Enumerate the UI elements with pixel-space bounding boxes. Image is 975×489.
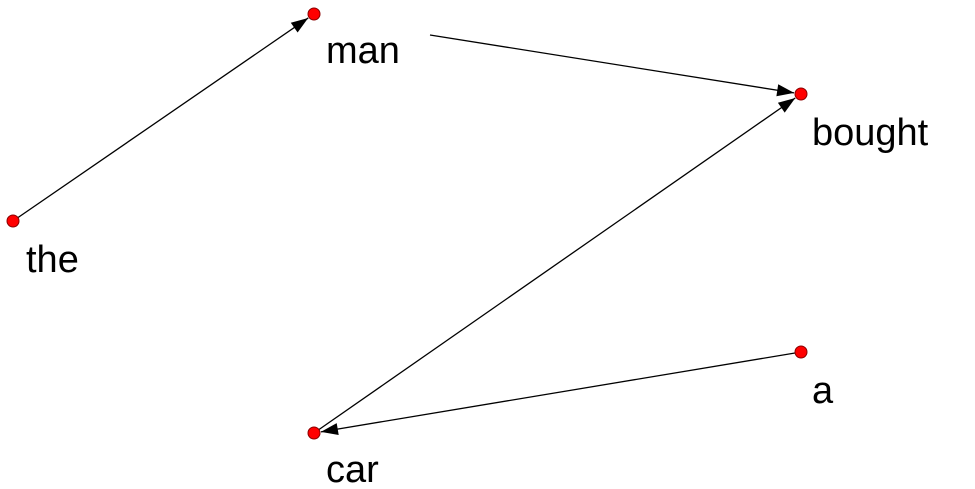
node-label-bought: bought [812, 112, 929, 154]
arrowhead-car-to-bought [777, 98, 796, 113]
arrowhead-man-to-bought [776, 84, 795, 97]
node-dot-bought [794, 87, 808, 101]
node-label-a: a [812, 370, 834, 412]
arrowhead-a-to-car [320, 423, 339, 435]
node-label-car: car [326, 449, 379, 489]
node-dot-car [307, 426, 321, 440]
node-label-the: the [26, 239, 79, 281]
edge-the-to-man [12, 17, 309, 222]
edges-layer [12, 17, 802, 435]
node-dot-a [794, 345, 808, 359]
node-label-man: man [326, 30, 400, 72]
node-dot-man [307, 7, 321, 21]
edge-man-to-bought [429, 34, 795, 94]
edge-a-to-car [320, 351, 802, 433]
edge-car-to-bought [313, 97, 796, 434]
node-dot-the [6, 214, 20, 228]
nodes-layer: the man bought car a [6, 7, 929, 489]
arrowhead-the-to-man [290, 18, 309, 33]
